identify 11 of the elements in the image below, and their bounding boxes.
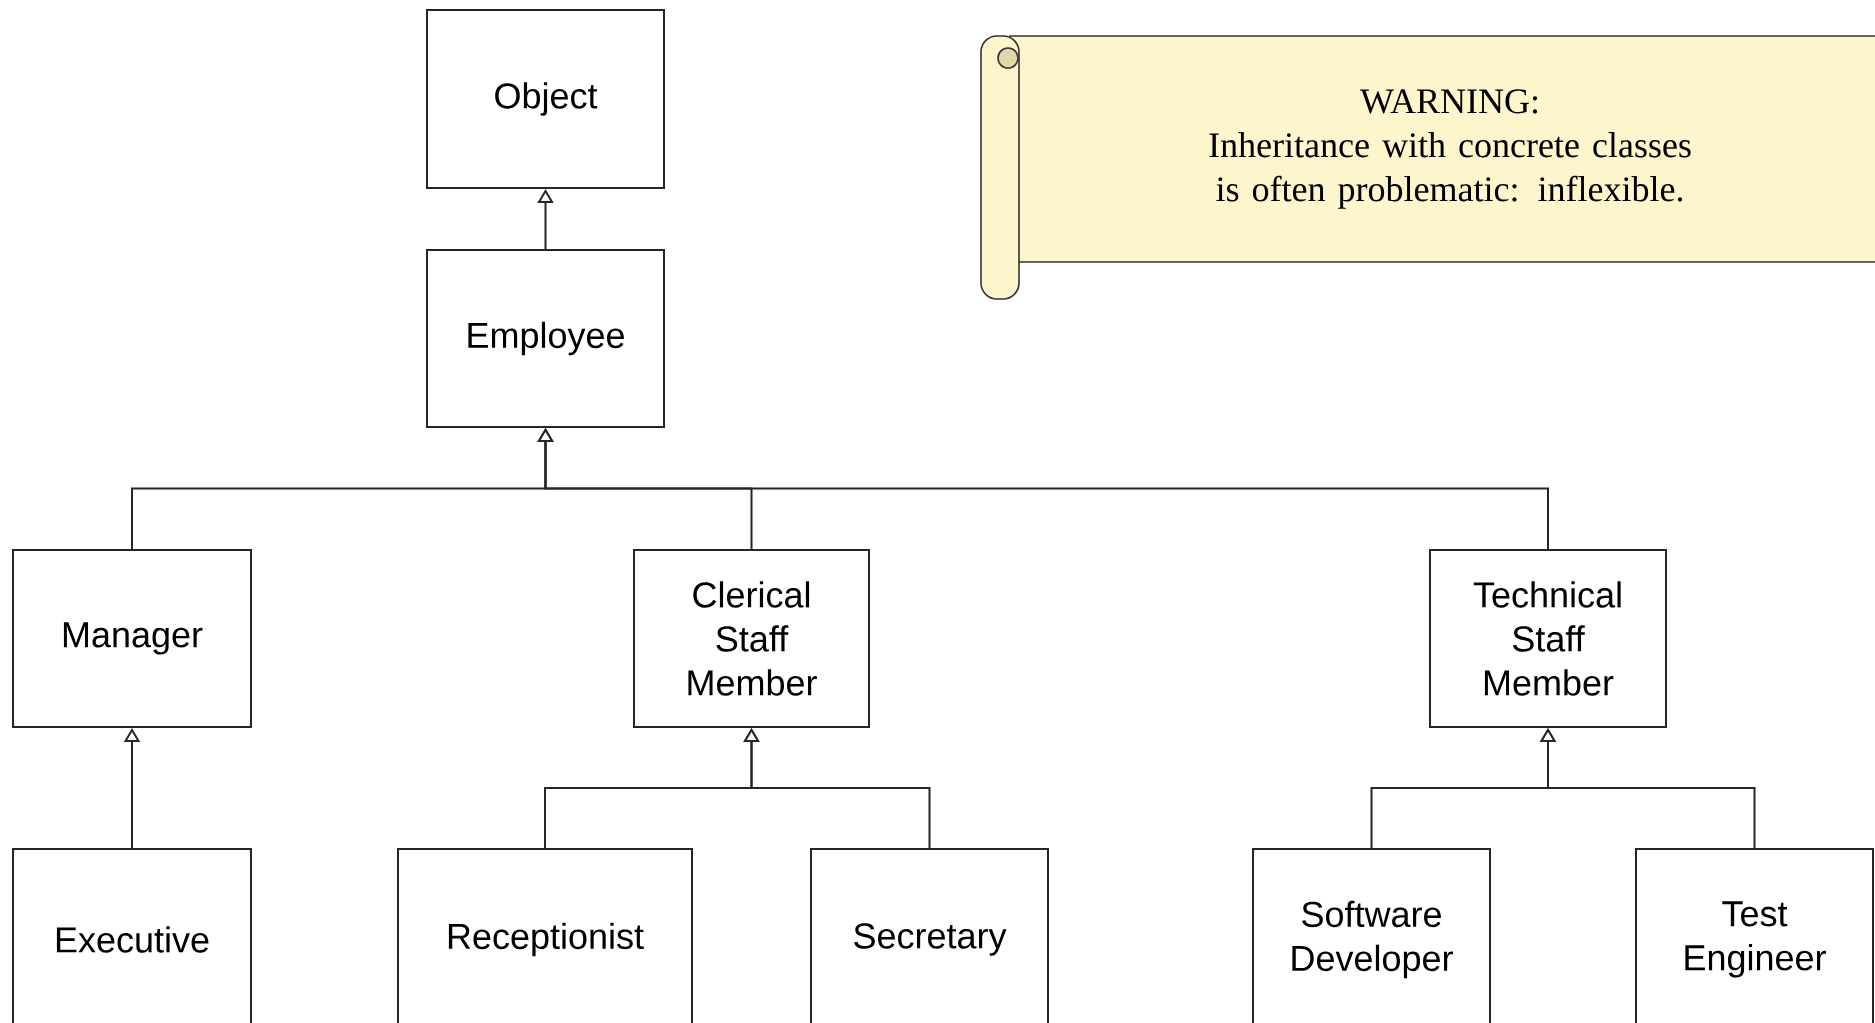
- class-box: Technical Staff Member: [1429, 549, 1667, 728]
- class-box: Test Engineer: [1635, 848, 1874, 1023]
- class-box: Receptionist: [397, 848, 693, 1023]
- class-box: Executive: [12, 848, 252, 1023]
- class-box: Secretary: [810, 848, 1049, 1023]
- class-box: Clerical Staff Member: [633, 549, 870, 728]
- warning-scroll: WARNING: Inheritance with concrete classes is often problematic: inflexible.: [980, 35, 1875, 300]
- class-box: Software Developer: [1252, 848, 1491, 1023]
- class-box: Object: [426, 9, 665, 189]
- class-box: Employee: [426, 249, 665, 428]
- class-box: Manager: [12, 549, 252, 728]
